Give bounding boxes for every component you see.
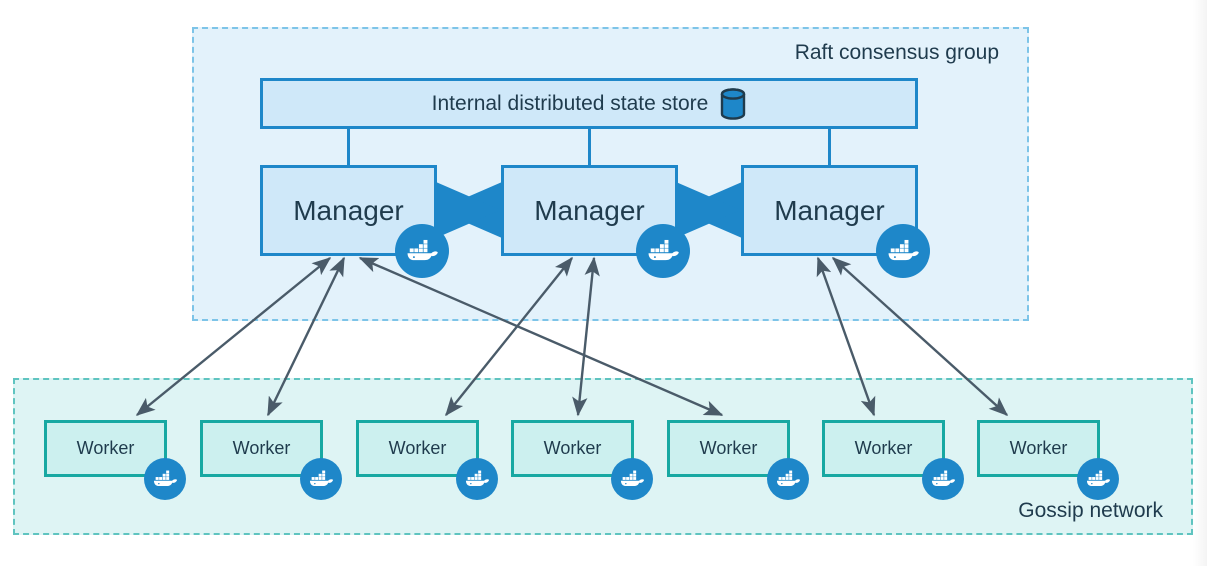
store-label: Internal distributed state store bbox=[431, 91, 709, 115]
manager-label: Manager bbox=[293, 194, 404, 226]
docker-whale-icon bbox=[922, 458, 964, 500]
worker-label: Worker bbox=[388, 438, 447, 458]
gossip-group-label: Gossip network bbox=[1018, 499, 1163, 522]
worker-label: Worker bbox=[854, 438, 913, 458]
manager-label: Manager bbox=[534, 194, 645, 226]
worker-label: Worker bbox=[232, 438, 291, 458]
docker-whale-icon bbox=[1077, 458, 1119, 500]
docker-whale-icon bbox=[767, 458, 809, 500]
right-edge-strip bbox=[1193, 0, 1207, 566]
worker-node-1[interactable]: Worker bbox=[44, 420, 167, 477]
docker-whale-icon bbox=[144, 458, 186, 500]
docker-whale-icon bbox=[636, 224, 690, 278]
database-cylinder-icon bbox=[721, 87, 746, 120]
raft-group-label: Raft consensus group bbox=[794, 41, 999, 64]
manager-node-2[interactable]: Manager bbox=[501, 165, 678, 256]
worker-label: Worker bbox=[699, 438, 758, 458]
worker-label: Worker bbox=[543, 438, 602, 458]
worker-label: Worker bbox=[76, 438, 135, 458]
store-content: Internal distributed state store bbox=[431, 87, 747, 120]
docker-whale-icon bbox=[300, 458, 342, 500]
docker-whale-icon bbox=[611, 458, 653, 500]
internal-state-store-box[interactable]: Internal distributed state store bbox=[260, 78, 918, 129]
manager-label: Manager bbox=[774, 194, 885, 226]
docker-whale-icon bbox=[876, 224, 930, 278]
worker-label: Worker bbox=[1009, 438, 1068, 458]
docker-whale-icon bbox=[395, 224, 449, 278]
docker-whale-icon bbox=[456, 458, 498, 500]
